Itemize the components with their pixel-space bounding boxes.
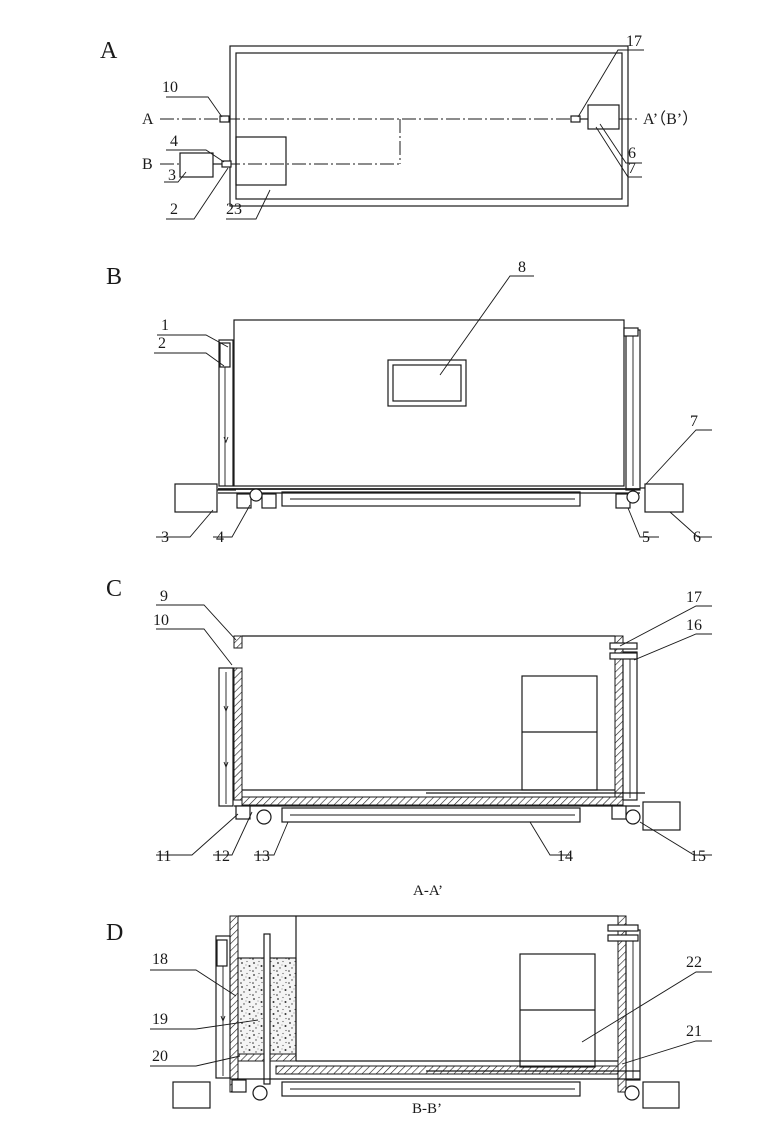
observation-window-inner (392, 364, 462, 402)
left-insulated-wall (233, 667, 243, 801)
chamber-outer-wall (229, 45, 629, 207)
heating-pipe (281, 491, 581, 507)
filter-partition (235, 136, 287, 186)
panel-c-section-a: C (106, 576, 712, 899)
caption-b-b: B-B’ (412, 1101, 442, 1117)
section-mark-a: A (142, 111, 154, 128)
pump-d-left (252, 1085, 268, 1101)
label-a-4: 4 (170, 133, 178, 150)
label-b-3: 3 (161, 529, 169, 546)
left-wall-d (229, 915, 239, 1093)
label-c-13: 13 (254, 848, 270, 865)
label-a-10: 10 (162, 79, 178, 96)
label-c-15: 15 (690, 848, 706, 865)
label-c-12: 12 (214, 848, 230, 865)
section-mark-a-prime: A’（B’） (643, 110, 698, 128)
observation-window-outer (387, 359, 467, 407)
label-b-7: 7 (690, 413, 698, 430)
panel-label-b: B (106, 264, 122, 290)
label-b-6: 6 (693, 529, 701, 546)
label-a-3: 3 (168, 167, 176, 184)
tank-right (644, 483, 684, 513)
pump-right (626, 490, 640, 504)
pump-c-left (256, 809, 272, 825)
heating-pipe-c (281, 807, 581, 823)
tank-d-right (642, 1081, 680, 1109)
pump-left (249, 488, 263, 502)
panel-label-d: D (106, 920, 123, 946)
label-c-17: 17 (686, 589, 702, 606)
chamber-inner-wall (235, 52, 623, 200)
label-c-11: 11 (156, 848, 171, 865)
sprayer-d (216, 939, 228, 967)
tank-d-left (172, 1081, 211, 1109)
label-a-6: 6 (628, 145, 636, 162)
label-a-7: 7 (628, 160, 636, 177)
label-a-2: 2 (170, 201, 178, 218)
section-mark-b: B (142, 156, 153, 173)
tank-left (174, 483, 218, 513)
right-insulated-wall (614, 635, 624, 801)
pump-d-right (624, 1085, 640, 1101)
insulated-floor (241, 796, 624, 806)
label-c-16: 16 (686, 617, 702, 634)
label-d-18: 18 (152, 951, 168, 968)
label-b-2: 2 (158, 335, 166, 352)
panel-a-plan-view: A A B A’（B’） (100, 33, 698, 220)
label-b-8: 8 (518, 259, 526, 276)
drain-tube (263, 933, 271, 1085)
heating-pipe-d (281, 1081, 581, 1097)
specimen-rack (521, 675, 598, 791)
outlet-port (570, 115, 581, 123)
label-d-20: 20 (152, 1048, 168, 1065)
panel-label-c: C (106, 576, 122, 602)
label-c-9: 9 (160, 588, 168, 605)
label-d-22: 22 (686, 954, 702, 971)
tank-c-right (642, 801, 681, 831)
water-sprayer (219, 342, 231, 368)
pump-c-right (625, 809, 641, 825)
caption-a-a: A-A’ (413, 883, 443, 899)
label-a-23: 23 (226, 201, 242, 218)
panel-b-front-view: B (106, 259, 712, 546)
chamber-body (233, 319, 625, 487)
inlet-port (219, 115, 230, 123)
label-c-14: 14 (557, 848, 573, 865)
panel-label-a: A (100, 38, 118, 64)
label-d-21: 21 (686, 1023, 702, 1040)
water-tank-right (587, 104, 620, 130)
label-b-4: 4 (216, 529, 224, 546)
insulated-floor-d (275, 1065, 619, 1075)
label-a-17: 17 (626, 33, 642, 50)
label-c-10: 10 (153, 612, 169, 629)
label-b-1: 1 (161, 317, 169, 334)
right-wall-d (617, 915, 627, 1093)
label-b-5: 5 (642, 529, 650, 546)
panel-d-section-b: D (106, 915, 712, 1117)
label-d-19: 19 (152, 1011, 168, 1028)
